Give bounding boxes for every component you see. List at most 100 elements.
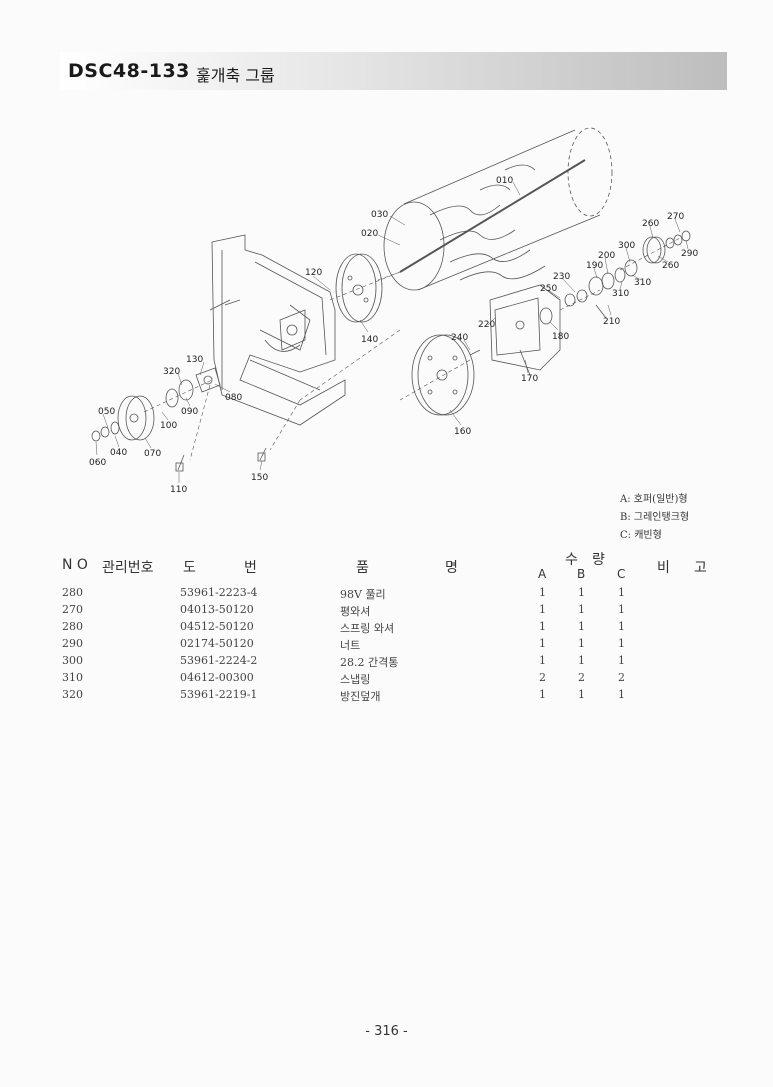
- part-label-090: 090: [181, 407, 198, 417]
- part-label-030: 030: [371, 210, 388, 220]
- bracket-220: [489, 284, 561, 376]
- cell-part-name: 평와셔: [340, 605, 371, 618]
- part-label-310-b: 310: [634, 278, 651, 288]
- cell-drawing-no: 53961-2223-4: [180, 586, 258, 599]
- part-label-070: 070: [144, 449, 161, 459]
- main-shaft: [399, 159, 586, 273]
- header-col-c: C: [617, 567, 626, 581]
- cell-part-name: 방진덮개: [340, 690, 381, 703]
- cell-qty-b: 1: [578, 603, 585, 616]
- table-row: 280 04512-50120 스프링 와셔 1 1 1: [0, 620, 773, 637]
- cell-qty-b: 1: [578, 586, 585, 599]
- part-label-160: 160: [454, 427, 471, 437]
- cell-qty-c: 1: [618, 688, 625, 701]
- part-label-110: 110: [170, 485, 187, 495]
- cell-qty-a: 1: [539, 603, 546, 616]
- cell-drawing-no: 53961-2219-1: [180, 688, 258, 701]
- cell-part-name: 98V 풀리: [340, 588, 386, 601]
- exploded-parts-diagram: 010 030 020 120 140 130 320 080 090 050 …: [89, 127, 698, 495]
- table-row: 270 04013-50120 평와셔 1 1 1: [0, 603, 773, 620]
- disk-160: [411, 334, 475, 416]
- part-label-190: 190: [586, 261, 603, 271]
- part-label-120: 120: [305, 268, 322, 278]
- header-band: [60, 52, 727, 90]
- header-no: N O: [62, 557, 88, 573]
- cell-qty-b: 1: [578, 620, 585, 633]
- group-name: 훑개축 그룹: [196, 66, 275, 85]
- part-label-140: 140: [361, 335, 378, 345]
- cell-part-name: 28.2 간격통: [340, 656, 399, 669]
- part-label-230: 230: [553, 272, 570, 282]
- part-label-260-b: 260: [662, 261, 679, 271]
- part-label-180: 180: [552, 332, 569, 342]
- header-col-b: B: [577, 567, 586, 581]
- part-label-170: 170: [521, 374, 538, 384]
- table-row: 320 53961-2219-1 방진덮개 1 1 1: [0, 688, 773, 705]
- part-label-060: 060: [89, 458, 106, 468]
- cell-no: 320: [62, 688, 83, 701]
- header-note-2: 고: [694, 560, 707, 576]
- side-frame: [209, 234, 346, 426]
- part-label-290: 290: [681, 249, 698, 259]
- part-label-220: 220: [478, 320, 495, 330]
- part-label-010: 010: [496, 176, 513, 186]
- cell-qty-c: 1: [618, 620, 625, 633]
- header-col-a: A: [538, 567, 547, 581]
- cell-qty-c: 1: [618, 654, 625, 667]
- cell-no: 310: [62, 671, 83, 684]
- leader-lines: [95, 181, 689, 483]
- cell-part-name: 너트: [340, 639, 361, 652]
- part-label-050: 050: [98, 407, 115, 417]
- part-label-020: 020: [361, 229, 378, 239]
- bolts: [175, 349, 481, 472]
- part-label-200: 200: [598, 251, 615, 261]
- part-label-150: 150: [251, 473, 268, 483]
- catalog-code: DSC48-133: [68, 60, 190, 82]
- cell-drawing-no: 04612-00300: [180, 671, 254, 684]
- part-label-320: 320: [163, 367, 180, 377]
- part-label-310-a: 310: [612, 289, 629, 299]
- part-label-130: 130: [186, 355, 203, 365]
- header-name-1: 품: [356, 560, 369, 576]
- pulley-140: [335, 253, 383, 323]
- cell-qty-b: 2: [578, 671, 585, 684]
- page-number: - 316 -: [365, 1024, 408, 1039]
- part-label-040: 040: [110, 448, 127, 458]
- legend-type-a: A: 호퍼(일반)형: [620, 494, 688, 505]
- header-qty-1: 수: [565, 552, 578, 568]
- cell-qty-b: 1: [578, 688, 585, 701]
- small-parts-right: [539, 230, 691, 325]
- cell-qty-a: 1: [539, 688, 546, 701]
- cell-part-name: 스냅링: [340, 673, 371, 686]
- legend-type-b: B: 그레인탱크형: [620, 512, 690, 523]
- table-row: 280 53961-2223-4 98V 풀리 1 1 1: [0, 586, 773, 603]
- header-mgmt-no: 관리번호: [102, 560, 154, 576]
- table-row: 300 53961-2224-2 28.2 간격통 1 1 1: [0, 654, 773, 671]
- cell-no: 280: [62, 620, 83, 633]
- cell-drawing-no: 04512-50120: [180, 620, 254, 633]
- part-label-300: 300: [618, 241, 635, 251]
- cell-no: 290: [62, 637, 83, 650]
- cell-qty-a: 1: [539, 637, 546, 650]
- cell-no: 280: [62, 586, 83, 599]
- cell-qty-a: 1: [539, 586, 546, 599]
- cell-drawing-no: 02174-50120: [180, 637, 254, 650]
- pulley-070: [91, 367, 221, 442]
- table-row: 290 02174-50120 너트 1 1 1: [0, 637, 773, 654]
- part-number-labels: 010 030 020 120 140 130 320 080 090 050 …: [89, 176, 698, 495]
- part-label-080: 080: [225, 393, 242, 403]
- cell-qty-a: 1: [539, 620, 546, 633]
- header-note-1: 비: [657, 560, 670, 576]
- drum-cylinder: [383, 127, 613, 291]
- part-label-260-a: 260: [642, 219, 659, 229]
- part-label-240: 240: [451, 333, 468, 343]
- cell-qty-a: 2: [539, 671, 546, 684]
- cell-drawing-no: 53961-2224-2: [180, 654, 258, 667]
- cell-qty-b: 1: [578, 654, 585, 667]
- cell-qty-a: 1: [539, 654, 546, 667]
- table-row: 310 04612-00300 스냅링 2 2 2: [0, 671, 773, 688]
- cell-no: 300: [62, 654, 83, 667]
- legend-type-c: C: 캐빈형: [620, 530, 662, 541]
- cell-drawing-no: 04013-50120: [180, 603, 254, 616]
- header-drawing-1: 도: [183, 560, 196, 576]
